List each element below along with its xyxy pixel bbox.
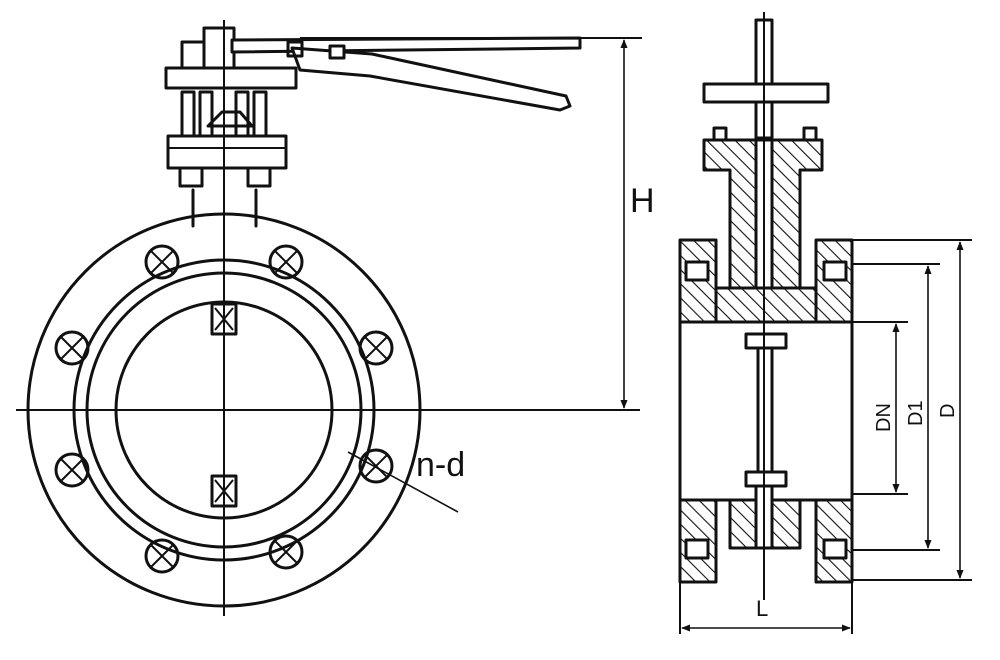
bolt-hole — [54, 452, 90, 488]
d1-label: D1 — [905, 400, 927, 426]
mounting-block — [166, 134, 288, 188]
bolt-hole — [358, 330, 394, 366]
nd-label: n-d — [416, 446, 465, 484]
front-view: n-d H — [16, 20, 655, 616]
lever-handle[interactable] — [230, 36, 582, 112]
bonnet-nut — [712, 126, 818, 142]
gear-columns — [180, 90, 268, 138]
bolt-hole — [144, 244, 180, 280]
l-label: L — [756, 596, 768, 621]
bolt-hole — [358, 448, 394, 484]
bolt-hole — [144, 538, 180, 574]
bolt-hole — [268, 244, 304, 280]
h-label: H — [630, 182, 655, 220]
bolt-hole — [268, 534, 304, 570]
bolt-holes — [54, 244, 394, 574]
nd-leader-line — [347, 451, 459, 513]
handle-plate — [164, 26, 298, 90]
top-plate — [702, 82, 830, 104]
bolt-hole — [54, 330, 90, 366]
disc-section — [744, 332, 788, 488]
dn-label: DN — [873, 403, 895, 432]
side-view: DN D1 D L — [678, 12, 972, 634]
d-label: D — [937, 404, 959, 418]
